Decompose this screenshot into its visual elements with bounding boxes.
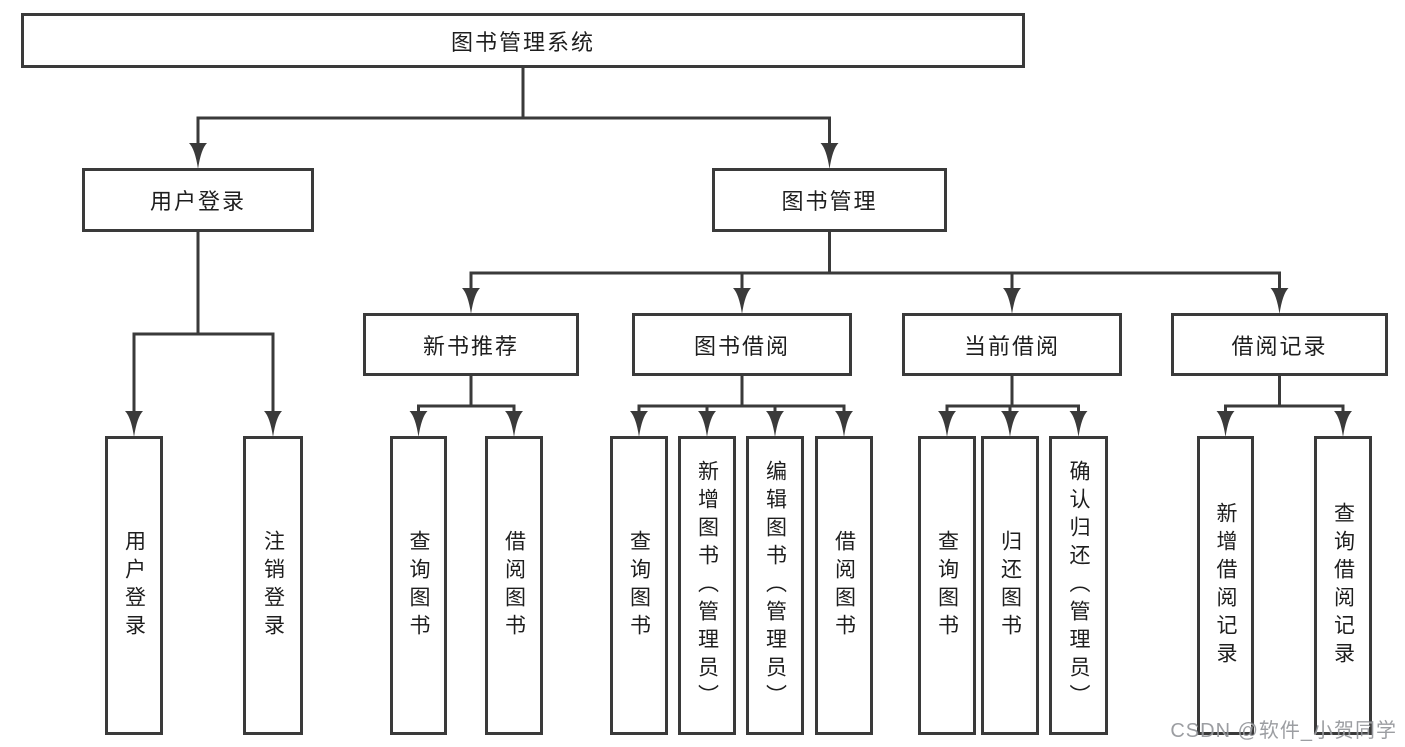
arrowhead-down-icon [1069,411,1088,437]
arrowhead-down-icon [630,411,648,437]
diagram-node-label: 图书管理系统 [450,29,595,55]
diagram-node-query-borrow-record: 查询借阅记录 [1314,436,1372,735]
arrowhead-down-icon [125,411,143,437]
diagram-node-label: 新增图书（管理员） [695,459,719,712]
diagram-node-label: 查询图书 [407,529,430,642]
diagram-node-label: 查询图书 [627,529,651,642]
diagram-node-return-book: 归还图书 [981,436,1039,735]
diagram-node-label: 查询借阅记录 [1331,501,1355,670]
arrowhead-down-icon [938,411,956,437]
diagram-node-user-login-group: 用户登录 [82,168,314,232]
diagram-node-label: 用户登录 [149,189,246,214]
arrowhead-down-icon [766,411,784,437]
diagram-node-label: 借阅图书 [502,529,526,642]
diagram-node-book-mgmt: 图书管理 [712,168,947,232]
arrowhead-down-icon [264,411,282,437]
diagram-node-borrow-records: 借阅记录 [1171,313,1388,376]
diagram-node-label: 注销登录 [261,529,285,642]
arrowhead-down-icon [1001,411,1019,437]
arrowhead-down-icon [733,288,751,314]
diagram-node-label: 图书管理 [781,189,878,214]
arrowhead-down-icon [1334,411,1352,437]
diagram-node-current-borrow: 当前借阅 [902,313,1122,376]
diagram-node-label: 用户登录 [122,529,146,642]
arrowhead-down-icon [698,411,716,437]
diagram-node-label: 新增借阅记录 [1214,501,1237,670]
arrowhead-down-icon [820,143,839,169]
diagram-node-label: 当前借阅 [963,333,1060,359]
diagram-node-book-borrow: 图书借阅 [632,313,852,376]
diagram-node-add-borrow-record: 新增借阅记录 [1197,436,1254,735]
arrowhead-down-icon [505,411,523,437]
diagram-node-label: 编辑图书（管理员） [763,459,787,712]
diagram-node-add-book: 新增图书（管理员） [678,436,736,735]
diagram-node-label: 借阅图书 [832,529,856,642]
diagram-node-label: 借阅记录 [1231,333,1328,359]
diagram-node-borrow-book-1: 借阅图书 [485,436,543,735]
diagram-node-label: 归还图书 [998,529,1022,642]
diagram-node-new-book-recommend: 新书推荐 [363,313,579,376]
diagram-node-label: 查询图书 [935,529,959,642]
arrowhead-down-icon [1216,411,1235,437]
diagram-node-label: 图书借阅 [693,333,790,359]
diagram-node-edit-book: 编辑图书（管理员） [746,436,804,735]
diagram-node-borrow-book-2: 借阅图书 [815,436,873,735]
diagram-node-query-book-1: 查询图书 [390,436,447,735]
diagram-node-label: 确认归还（管理员） [1067,459,1090,712]
arrowhead-down-icon [1003,288,1021,314]
diagram-node-query-book-3: 查询图书 [918,436,976,735]
diagram-node-root: 图书管理系统 [21,13,1025,68]
diagram-node-logout: 注销登录 [243,436,303,735]
diagram-node-query-book-2: 查询图书 [610,436,668,735]
diagram-node-confirm-return: 确认归还（管理员） [1049,436,1108,735]
diagram-node-user-login: 用户登录 [105,436,163,735]
arrowhead-down-icon [189,143,207,169]
arrowhead-down-icon [835,411,853,437]
arrowhead-down-icon [1270,288,1289,314]
diagram-node-label: 新书推荐 [422,333,519,359]
watermark: CSDN @软件_小贺同学 [1170,720,1397,742]
arrowhead-down-icon [409,411,428,437]
arrowhead-down-icon [462,288,480,314]
